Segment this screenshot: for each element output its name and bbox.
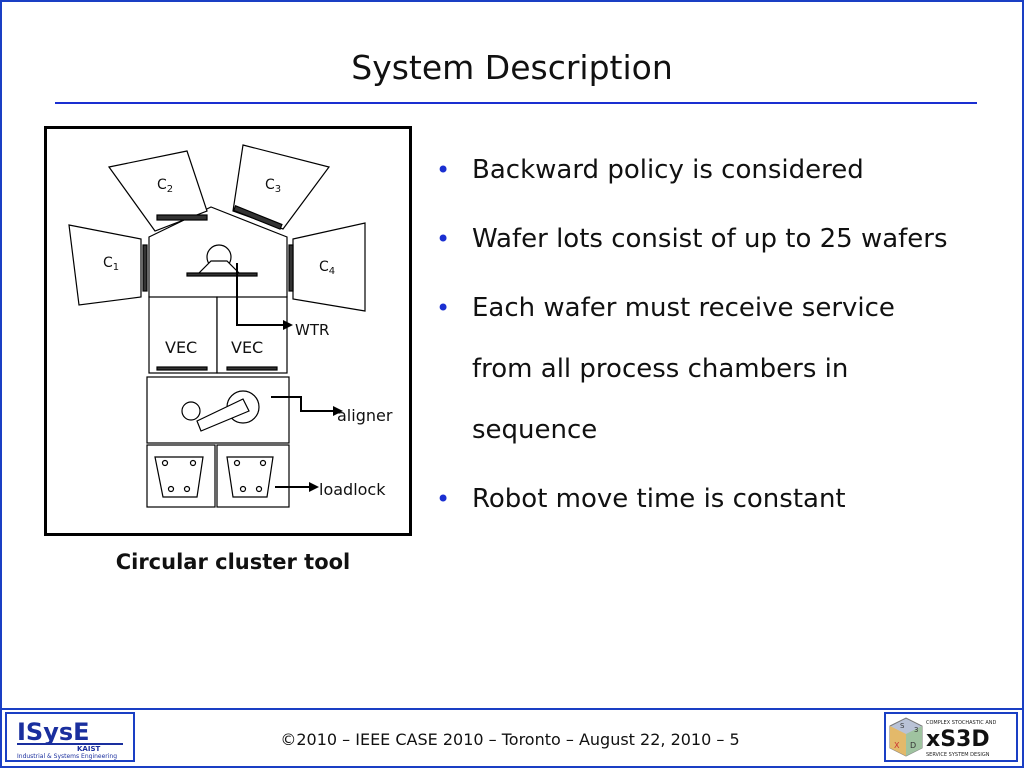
cluster-tool-diagram: C2 C3 C1 C4 WTR VEC VEC aligner loadlock — [68, 144, 393, 508]
label-wtr: WTR — [295, 321, 329, 339]
label-c3: C3 — [265, 177, 281, 195]
bullet-text: Robot move time is constant — [472, 484, 846, 514]
bullet-text: Wafer lots consist of up to 25 wafers — [472, 224, 948, 254]
chamber-c3 — [232, 144, 331, 230]
svg-text:KAIST: KAIST — [77, 745, 100, 753]
label-c4: C4 — [319, 259, 335, 277]
label-c1: C1 — [103, 255, 119, 273]
footer-divider — [0, 708, 1024, 710]
bullet-dot-icon: • — [436, 294, 451, 322]
bullet-dot-icon: • — [436, 225, 451, 253]
xs3d-logo: S X D 3 COMPLEX STOCHASTIC AND xS3D SERV… — [884, 712, 1018, 762]
bullet-dot-icon: • — [436, 156, 451, 184]
bullet-item: • Wafer lots consist of up to 25 wafers — [436, 209, 956, 270]
bullet-dot-icon: • — [436, 485, 451, 513]
bullet-list: • Backward policy is considered • Wafer lo… — [436, 140, 956, 538]
vec-right — [216, 296, 288, 374]
bullet-text: Backward policy is considered — [472, 155, 864, 185]
bullet-item: • Each wafer must receive service from al… — [436, 278, 956, 461]
bullet-item: • Robot move time is constant — [436, 469, 956, 530]
title-underline — [55, 102, 977, 104]
label-aligner: aligner — [337, 406, 393, 425]
svg-text:SERVICE SYSTEM DESIGN: SERVICE SYSTEM DESIGN — [926, 752, 990, 758]
slide-title: System Description — [351, 48, 673, 87]
svg-text:X: X — [894, 741, 900, 750]
svg-text:COMPLEX STOCHASTIC AND: COMPLEX STOCHASTIC AND — [926, 720, 996, 726]
bullet-item: • Backward policy is considered — [436, 140, 956, 201]
label-loadlock: loadlock — [319, 480, 386, 499]
chamber-c1 — [68, 224, 142, 306]
isyse-logo: ISysE KAIST Industrial & Systems Enginee… — [5, 712, 135, 762]
chamber-c2 — [107, 150, 208, 232]
footer-text: ©2010 – IEEE CASE 2010 – Toronto – Augus… — [280, 730, 740, 749]
bullet-text: Each wafer must receive service from all… — [472, 293, 895, 445]
svg-text:ISysE: ISysE — [17, 718, 90, 746]
svg-text:Industrial & Systems Engineeri: Industrial & Systems Engineering — [17, 753, 117, 760]
svg-text:D: D — [910, 741, 916, 750]
svg-text:3: 3 — [914, 726, 918, 734]
label-c2: C2 — [157, 177, 173, 195]
aligner-area — [146, 376, 290, 444]
label-vec-right: VEC — [231, 338, 263, 357]
svg-text:xS3D: xS3D — [926, 727, 990, 752]
svg-text:S: S — [900, 722, 905, 730]
cluster-tool-figure: C2 C3 C1 C4 WTR VEC VEC aligner loadlock — [44, 126, 412, 536]
label-vec-left: VEC — [165, 338, 197, 357]
vec-left — [148, 296, 218, 374]
figure-caption: Circular cluster tool — [115, 550, 351, 574]
